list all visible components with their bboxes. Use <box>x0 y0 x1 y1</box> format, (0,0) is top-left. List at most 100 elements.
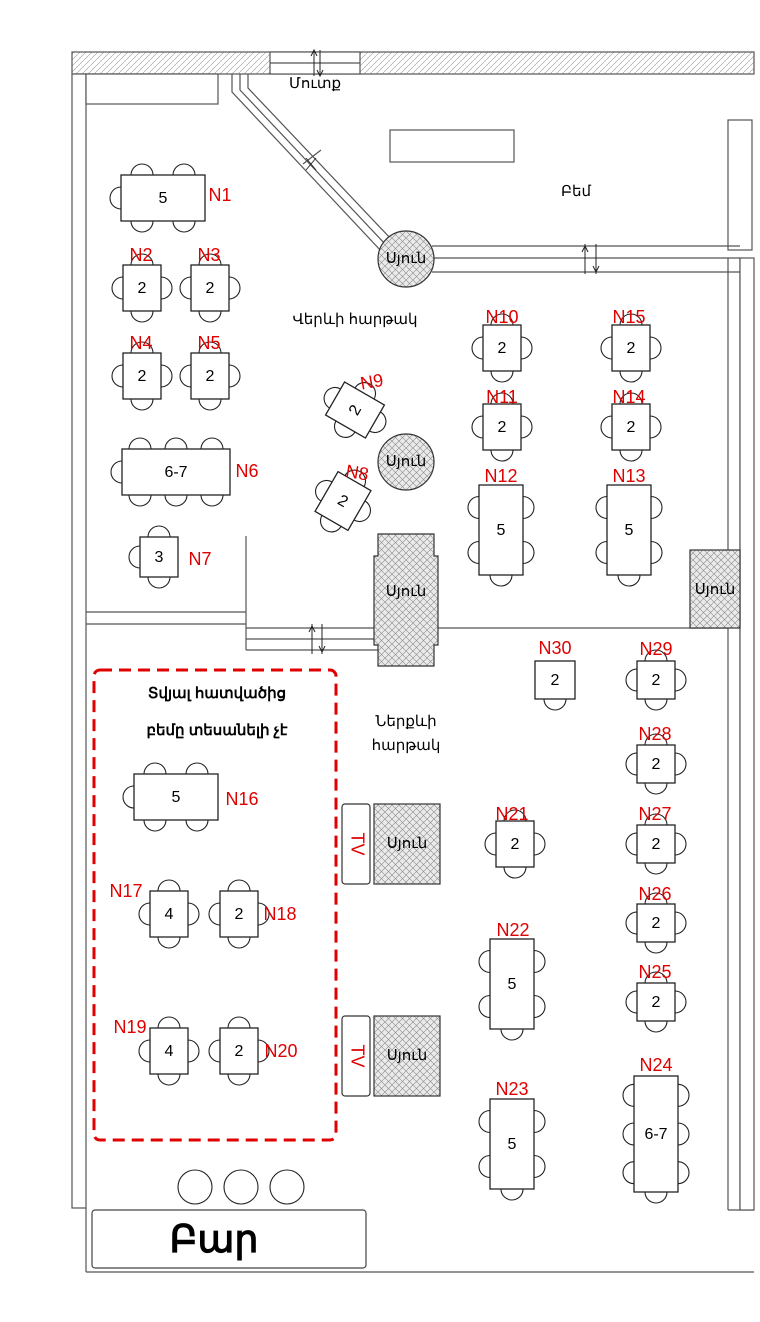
table-seats: 2 <box>627 340 636 357</box>
table-n28[interactable]: 2 <box>625 733 687 795</box>
svg-text:Սյուն: Սյուն <box>387 1047 428 1064</box>
table-number: N15 <box>612 307 645 327</box>
table-seats: 2 <box>652 836 661 853</box>
table-number: N6 <box>235 461 258 481</box>
table-top <box>122 352 162 400</box>
table-n29[interactable]: 2 <box>625 649 687 711</box>
table-top <box>149 890 189 938</box>
table-top <box>633 1075 679 1193</box>
table-top <box>133 773 219 821</box>
table-n22[interactable]: 5 <box>478 938 546 1041</box>
table-number: N9 <box>359 370 385 394</box>
table-number: N16 <box>225 789 258 809</box>
building-walls <box>71 51 755 1273</box>
table-number: N5 <box>197 333 220 353</box>
table-n12[interactable]: 5 <box>467 484 535 587</box>
table-number: N2 <box>129 245 152 265</box>
table-number: N11 <box>486 387 518 407</box>
table-top <box>314 470 372 532</box>
no-view-note-1: Տվյալ հատվածից <box>148 685 286 702</box>
table-n4[interactable]: 2 <box>111 341 173 411</box>
table-n5[interactable]: 2 <box>179 341 241 411</box>
table-top <box>611 403 651 451</box>
table-seats: 4 <box>165 1043 174 1060</box>
table-seats: 2 <box>511 836 520 853</box>
entrance-label: Մուտք <box>289 75 341 92</box>
table-number: N23 <box>495 1079 528 1099</box>
table-n3[interactable]: 2 <box>179 253 241 323</box>
table-seats: 6-7 <box>164 464 187 481</box>
table-n23[interactable]: 5 <box>478 1098 546 1201</box>
table-top <box>324 381 386 439</box>
table-n19[interactable]: 4 <box>138 1016 200 1086</box>
table-n20[interactable]: 2 <box>208 1016 270 1086</box>
table-n25[interactable]: 2 <box>625 971 687 1033</box>
table-seats: 3 <box>155 549 164 566</box>
table-seats: 5 <box>508 976 517 993</box>
table-top <box>495 820 535 868</box>
table-top <box>122 264 162 312</box>
entrance-door[interactable] <box>269 48 361 78</box>
table-n30[interactable]: 2 <box>534 660 576 711</box>
table-n24[interactable]: 6-7 <box>622 1075 690 1204</box>
table-seats: 5 <box>625 522 634 539</box>
table-top <box>489 938 535 1030</box>
table-top <box>636 824 676 864</box>
table-top <box>190 264 230 312</box>
svg-text:TV: TV <box>347 1044 367 1067</box>
column-top: Սյուն <box>377 230 435 288</box>
table-number: N1 <box>208 185 231 205</box>
table-n11[interactable]: 2 <box>471 392 533 462</box>
no-view-note-2: բեմը տեսանելի չէ <box>147 722 288 739</box>
column-center: Սյուն <box>373 533 439 667</box>
level-divider <box>86 536 728 654</box>
table-number: N4 <box>129 333 152 353</box>
table-n26[interactable]: 2 <box>625 892 687 954</box>
table-n17[interactable]: 4 <box>138 879 200 949</box>
table-seats: 2 <box>498 419 507 436</box>
column-right: Սյուն <box>689 549 741 629</box>
column-tv-1: Սյուն <box>373 803 441 885</box>
bar-stools <box>177 1169 305 1205</box>
table-n10[interactable]: 2 <box>471 313 533 383</box>
svg-text:Սյուն: Սյուն <box>387 835 428 852</box>
table-n14[interactable]: 2 <box>600 392 662 462</box>
table-top <box>611 324 651 372</box>
table-n15[interactable]: 2 <box>600 313 662 383</box>
table-n7[interactable]: 3 <box>128 525 179 589</box>
table-number: N3 <box>197 245 220 265</box>
column-tv-2: Սյուն <box>373 1015 441 1097</box>
table-seats: 2 <box>652 915 661 932</box>
svg-text:Սյուն: Սյուն <box>386 583 427 600</box>
table-top <box>139 536 179 578</box>
table-n13[interactable]: 5 <box>595 484 663 587</box>
table-n18[interactable]: 2 <box>208 879 270 949</box>
stage-railing <box>432 244 740 274</box>
table-seats: 5 <box>172 789 181 806</box>
table-number: N7 <box>188 549 211 569</box>
table-n21[interactable]: 2 <box>484 809 546 879</box>
table-number: N8 <box>344 461 370 485</box>
table-number: N24 <box>639 1055 672 1075</box>
table-top <box>534 660 576 700</box>
svg-text:TV: TV <box>347 832 367 855</box>
table-n16[interactable]: 5 <box>122 762 219 832</box>
table-top <box>482 403 522 451</box>
table-n1[interactable]: 5 <box>109 163 206 233</box>
lower-hall-label-1: Ներքևի <box>375 713 436 730</box>
table-n8[interactable]: 2 <box>300 457 386 546</box>
table-seats: 2 <box>235 906 244 923</box>
bar-label: Բար <box>170 1219 259 1261</box>
table-top <box>219 1027 259 1075</box>
table-number: N18 <box>263 904 296 924</box>
table-n6[interactable]: 6-7 <box>110 437 231 507</box>
table-seats: 2 <box>138 280 147 297</box>
table-number: N30 <box>538 638 571 658</box>
table-n2[interactable]: 2 <box>111 253 173 323</box>
table-n27[interactable]: 2 <box>625 813 687 875</box>
table-n9[interactable]: 2 <box>311 367 400 453</box>
table-number: N12 <box>484 466 517 486</box>
table-seats: 5 <box>508 1136 517 1153</box>
table-number: N14 <box>612 387 645 407</box>
